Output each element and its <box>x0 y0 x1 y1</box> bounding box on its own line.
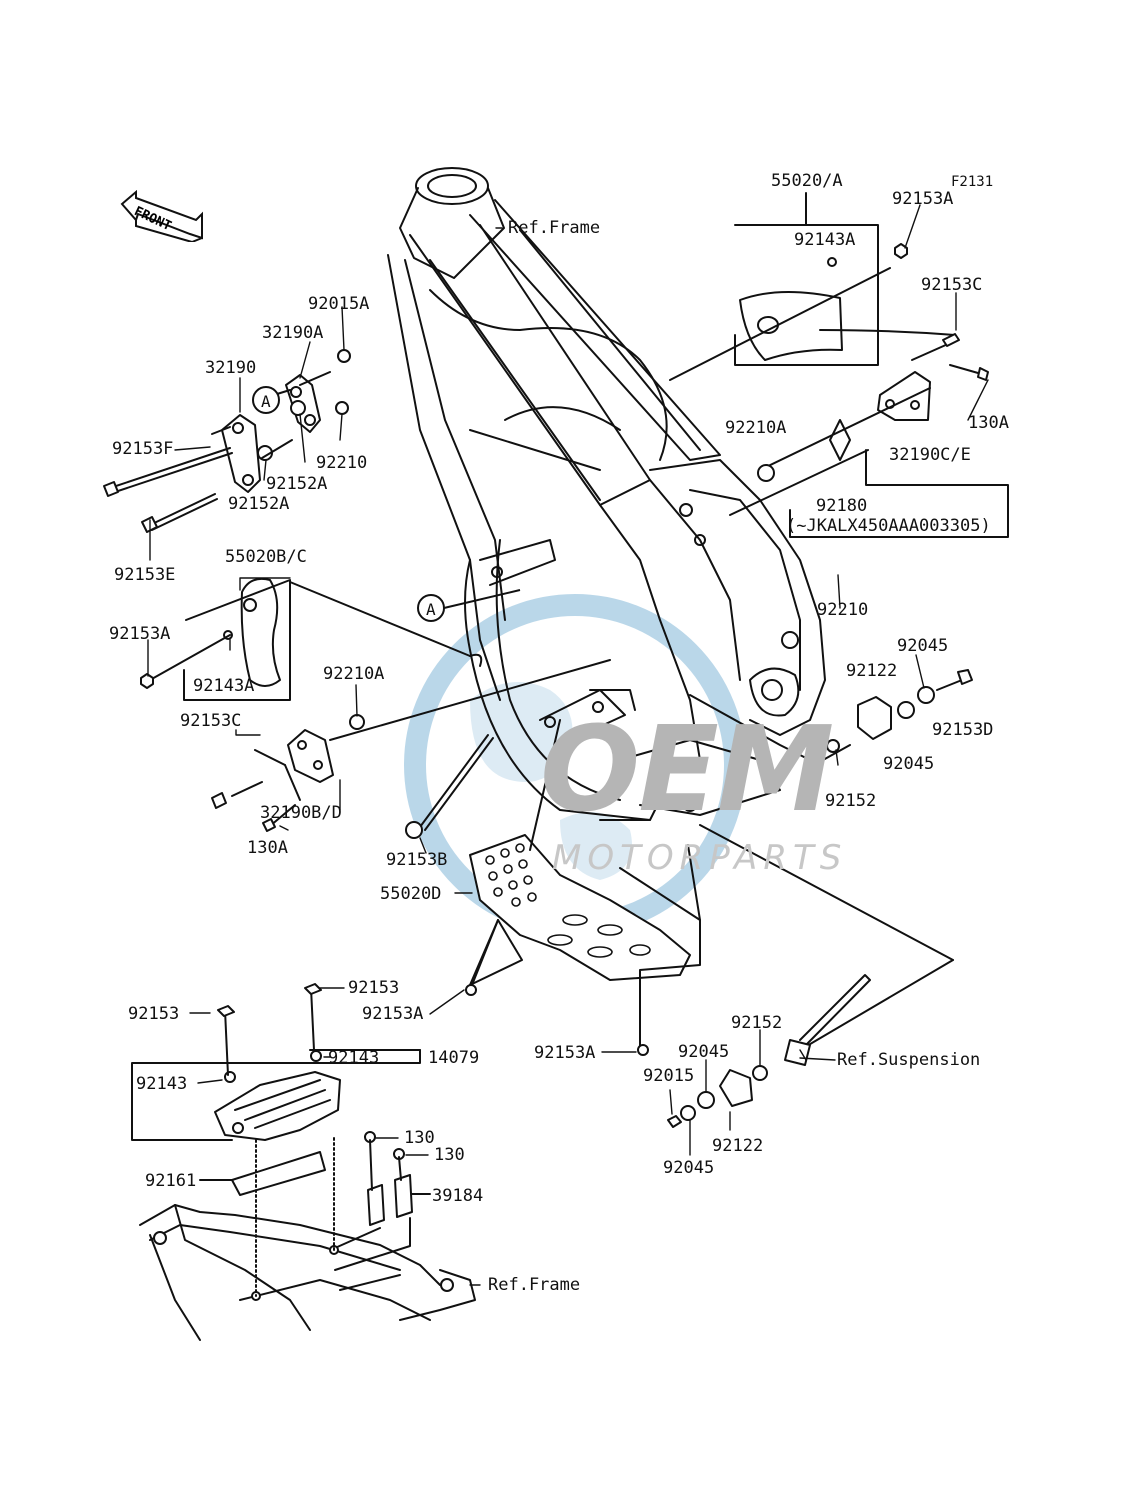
label-92045-3: 92045 <box>678 1042 730 1062</box>
label-55020D: 55020D <box>380 884 442 904</box>
label-92015A: 92015A <box>308 294 370 314</box>
label-92045-4: 92045 <box>663 1158 715 1178</box>
circle-markers <box>252 386 521 622</box>
label-92153C-right: 92153C <box>921 275 983 295</box>
guard-55020BC <box>140 577 483 701</box>
label-130A-right: 130A <box>968 413 1009 433</box>
label-92045-2: 92045 <box>883 754 935 774</box>
label-ref-suspension: Ref.Suspension <box>837 1050 981 1070</box>
leader-lines <box>147 204 989 1286</box>
label-ref-frame-top: Ref.Frame <box>508 218 601 238</box>
label-14079: 14079 <box>428 1048 480 1068</box>
label-92153A-bottom: 92153A <box>534 1043 596 1063</box>
label-92152-bottom: 92152 <box>731 1013 783 1033</box>
watermark-brand: OEM <box>540 700 834 838</box>
figure-id: F2131 <box>951 174 994 190</box>
label-92015: 92015 <box>643 1066 695 1086</box>
front-direction-arrow: FRONT <box>120 189 206 244</box>
front-arrow-icon <box>120 189 203 244</box>
label-92143-mid: 92143 <box>328 1048 380 1068</box>
label-92210A-left: 92210A <box>323 664 385 684</box>
label-92153-mid: 92153 <box>348 978 400 998</box>
label-92180-note: (~JKALX450AAA003305) <box>786 516 991 536</box>
label-92153D: 92153D <box>932 720 994 740</box>
bracket-39184 <box>334 1131 431 1271</box>
label-92161: 92161 <box>145 1171 197 1191</box>
label-92153F: 92153F <box>112 439 174 459</box>
label-32190A: 32190A <box>262 323 324 343</box>
label-92152A-2: 92152A <box>228 494 290 514</box>
label-92122-bottom: 92122 <box>712 1136 764 1156</box>
label-32190CE: 32190C/E <box>889 445 971 465</box>
label-92210A-right: 92210A <box>725 418 787 438</box>
label-92210-left: 92210 <box>316 453 368 473</box>
circle-a-lower: A <box>426 600 436 619</box>
label-92180: 92180 <box>816 496 868 516</box>
label-55020BC: 55020B/C <box>225 547 307 567</box>
label-92153A-top: 92153A <box>892 189 954 209</box>
label-92153A-left: 92153A <box>109 624 171 644</box>
guard-14079 <box>131 983 421 1196</box>
label-130A-left: 130A <box>247 838 288 858</box>
lower-frame <box>139 1137 476 1341</box>
pivot-assembly <box>667 669 973 1128</box>
label-92152-right: 92152 <box>825 791 877 811</box>
bracket-32190CE <box>729 329 1009 538</box>
watermark-subtitle: MOTORPARTS <box>552 838 848 878</box>
label-92143A-left: 92143A <box>193 676 255 696</box>
main-frame <box>387 167 826 821</box>
bracket-32190BD <box>211 659 611 839</box>
label-130-1: 130 <box>404 1128 435 1148</box>
label-ref-frame-bottom: Ref.Frame <box>488 1275 581 1295</box>
label-39184: 39184 <box>432 1186 484 1206</box>
label-92152A-1: 92152A <box>266 474 328 494</box>
label-92153C-left: 92153C <box>180 711 242 731</box>
label-130-2: 130 <box>434 1145 465 1165</box>
label-32190: 32190 <box>205 358 257 378</box>
circle-a-upper: A <box>261 392 271 411</box>
label-92153B: 92153B <box>386 850 448 870</box>
linkage-32190 <box>103 349 351 533</box>
label-92210-right: 92210 <box>817 600 869 620</box>
label-55020A: 55020/A <box>771 171 843 191</box>
label-92153A-mid: 92153A <box>362 1004 424 1024</box>
label-92153E: 92153E <box>114 565 176 585</box>
guard-55020A <box>669 192 908 381</box>
label-92122-right: 92122 <box>846 661 898 681</box>
label-92153-left: 92153 <box>128 1004 180 1024</box>
label-92143-left: 92143 <box>136 1074 188 1094</box>
label-32190BD: 32190B/D <box>260 803 342 823</box>
label-92045-1: 92045 <box>897 636 949 656</box>
skid-plate-55020D <box>469 834 691 981</box>
label-92143A-top: 92143A <box>794 230 856 250</box>
